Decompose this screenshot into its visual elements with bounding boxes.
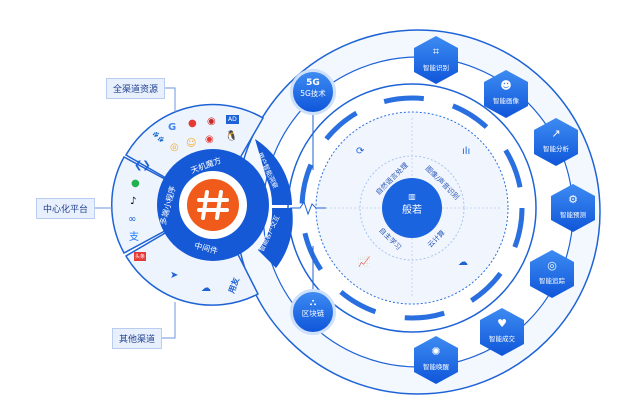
network-icon: ⛬ [309, 298, 317, 308]
label-other-channels: 其他渠道 [112, 328, 163, 349]
cap-label: 智能预测 [560, 211, 586, 219]
send-icon: ➤ [170, 270, 179, 281]
sound-wave-icon: ılı [462, 146, 471, 157]
cap-label: 智能识别 [423, 64, 449, 72]
target-icon: ◎ [547, 259, 557, 272]
gear-icon: ⚙ [568, 193, 578, 206]
user-icon: ☻ [500, 79, 512, 92]
core-title: 般若 [402, 205, 422, 216]
cap-label: 智能画像 [493, 97, 519, 105]
weibo-icon-2: ◉ [205, 134, 214, 145]
tiktok-icon: ♪ [130, 196, 137, 207]
core-circle [382, 178, 442, 238]
wechat-icon: ● [131, 178, 140, 189]
cloud-gear-icon: ☁ [458, 257, 468, 268]
label-central-platform: 中心化平台 [36, 198, 96, 219]
node-blockchain-label: 区块链 [301, 309, 325, 318]
node-5g-label: 5G技术 [300, 89, 326, 98]
bulb-icon: ✺ [431, 345, 441, 358]
face-scan-icon: ⌗ [432, 45, 440, 58]
refresh-icon: ⟳ [356, 146, 365, 157]
alipay-icon: 支 [129, 232, 139, 243]
qq-icon: 🐧 [225, 131, 238, 142]
node-blockchain: ⛬区块链 [290, 289, 336, 335]
cap-label: 智能追踪 [539, 277, 565, 285]
red-icon: ● [188, 118, 197, 129]
google-icon: G [168, 122, 177, 133]
cap-label: 智能唤醒 [423, 363, 449, 371]
chart-icon: ↗ [551, 127, 561, 140]
weibo-icon: ◉ [207, 116, 216, 127]
link-icon: ∞ [128, 214, 137, 225]
search-icon: ◎ [170, 142, 179, 153]
cap-label: 智能成交 [489, 335, 515, 343]
logo-circle [187, 179, 239, 231]
cloud-icon: ☁ [201, 283, 211, 294]
code-icon: ❮❯ [134, 160, 151, 171]
cap-label: 智能分析 [543, 145, 569, 153]
handshake-icon: ♥ [497, 317, 507, 330]
cap-wake: ✺ 智能唤醒 [414, 336, 458, 384]
monitor-chart-icon: 📈 [358, 257, 371, 268]
cap-identify: ⌗ 智能识别 [414, 36, 458, 84]
toutiao-icon: 头条 [134, 252, 147, 261]
ad-icon: AD [226, 115, 239, 124]
5g-icon: 5G [306, 78, 320, 88]
baidu-icon: 🐾 [152, 132, 165, 143]
core-logo-icon: ▥ [408, 192, 416, 201]
smile-icon: ☺ [186, 138, 197, 149]
label-all-channels: 全渠道资源 [106, 78, 166, 99]
